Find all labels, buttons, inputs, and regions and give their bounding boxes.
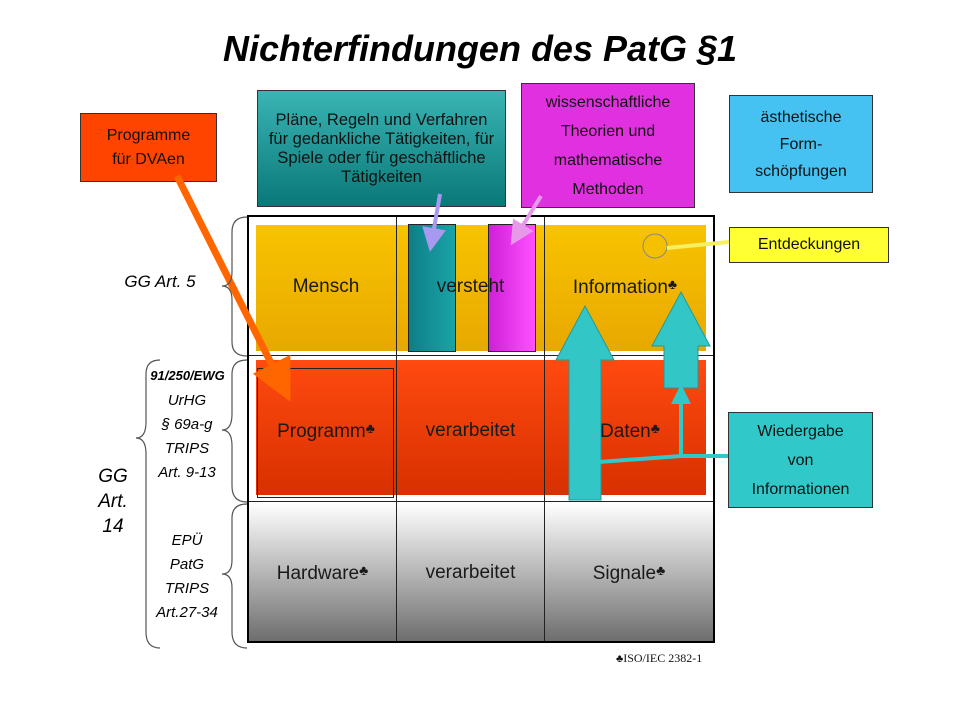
- cell-hardware: Hardware♣: [276, 562, 369, 584]
- box-aesthetische: ästhetische Form-schöpfungen: [729, 95, 873, 193]
- yellow-connector: [666, 240, 730, 250]
- programm-outline: [257, 368, 394, 498]
- page-title: Nichterfindungen des PatG §1: [222, 28, 738, 69]
- label-ewg: 91/250/EWG: [150, 368, 225, 383]
- box-programme: Programme für DVAen: [80, 113, 217, 182]
- box-wiedergabe: Wiedergabe von Informationen: [728, 412, 873, 508]
- divider: [396, 217, 397, 641]
- cell-daten: Daten♣: [600, 420, 660, 442]
- box-entdeckungen: Entdeckungen: [729, 227, 889, 263]
- pink-arrow: [510, 194, 543, 246]
- row-mensch: [256, 225, 706, 351]
- cell-signale: Signale♣: [592, 562, 666, 584]
- label-epue: EPÜ PatG TRIPS Art.27-34: [156, 532, 218, 621]
- brace-urhg: [221, 359, 248, 503]
- lavender-arrow: [422, 193, 446, 252]
- label-gg-art5: GG Art. 5: [124, 272, 196, 291]
- wiedergabe-connector-2: [597, 454, 682, 464]
- footnote: ♣ISO/IEC 2382-1: [616, 651, 703, 665]
- magenta-bar: [488, 224, 536, 352]
- box-plaene: Pläne, Regeln und Verfahren für gedankli…: [257, 90, 506, 207]
- cell-mensch: Mensch: [292, 276, 360, 297]
- cell-programm: Programm♣: [277, 420, 375, 442]
- brace-epue: [221, 503, 248, 649]
- orange-arrow: [173, 174, 291, 402]
- cell-verarbeitet-2: verarbeitet: [425, 562, 516, 583]
- cell-verarbeitet-1: verarbeitet: [425, 420, 516, 441]
- entdeckungen-circle: [642, 233, 668, 259]
- big-up-arrow-2: [651, 290, 711, 389]
- cell-information: Information♣: [572, 276, 678, 298]
- brace-gg5: [221, 216, 248, 357]
- row-hardware: [249, 503, 713, 641]
- wiedergabe-connector: [671, 384, 728, 458]
- box-theorien: wissenschaftliche Theorien und mathemati…: [521, 83, 695, 208]
- label-urhg: UrHG § 69a-g TRIPS Art. 9-13: [158, 392, 216, 481]
- label-gg-art14: GG Art. 14: [98, 466, 128, 537]
- divider: [249, 355, 713, 356]
- brace-ewg: [135, 359, 161, 649]
- cell-versteht: versteht: [436, 276, 505, 297]
- big-up-arrow-1: [555, 304, 615, 501]
- divider: [249, 501, 713, 502]
- divider: [544, 217, 545, 641]
- row-programm: [256, 360, 706, 495]
